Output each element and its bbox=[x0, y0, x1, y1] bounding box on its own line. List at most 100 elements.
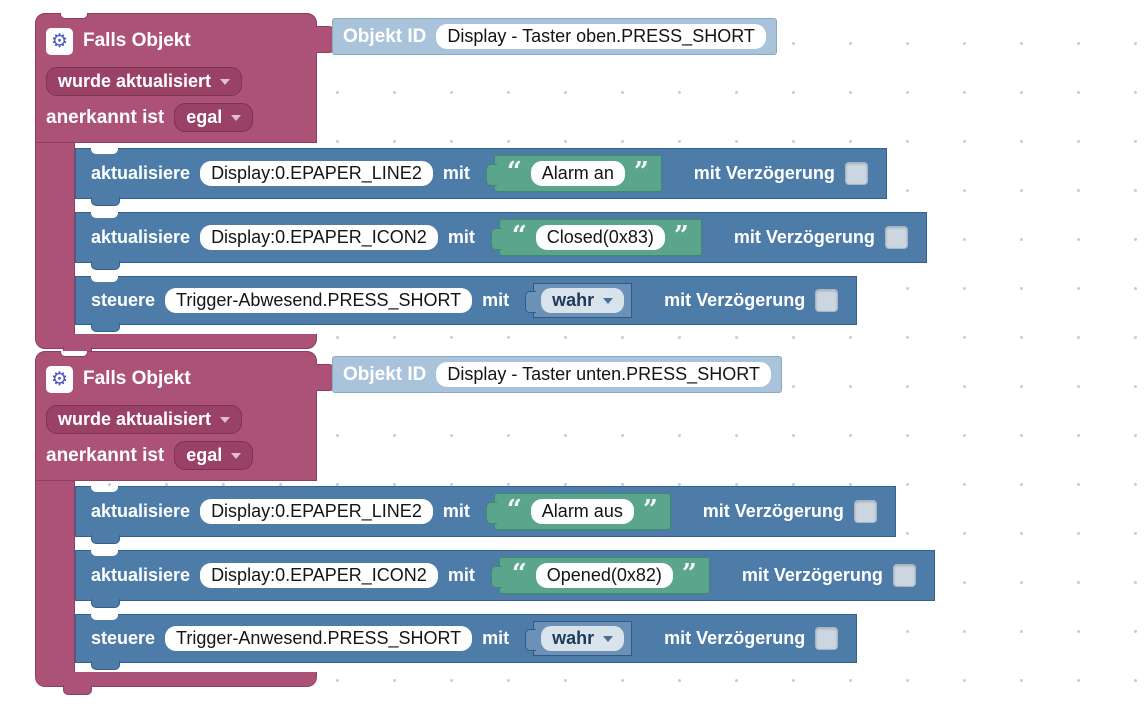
action-verb: aktualisiere bbox=[91, 227, 191, 247]
block-spine bbox=[35, 142, 75, 334]
header-row: ⚙ Falls Objekt bbox=[46, 22, 306, 60]
update-block-icon2[interactable]: aktualisiere Display:0.EPAPER_ICON2 mit … bbox=[75, 550, 935, 608]
delay-checkbox[interactable] bbox=[815, 289, 839, 312]
open-quote-icon: “ bbox=[511, 221, 527, 251]
with-label: mit bbox=[447, 227, 475, 247]
boolean-value: wahr bbox=[552, 290, 595, 310]
open-quote-icon: “ bbox=[511, 559, 527, 589]
trigger-type-value: wurde aktualisiert bbox=[58, 409, 212, 429]
falls-objekt-header[interactable]: ⚙ Falls Objekt wurde aktualisiert anerka… bbox=[35, 13, 335, 143]
with-label: mit bbox=[447, 565, 475, 585]
top-notch bbox=[60, 351, 88, 357]
top-notch bbox=[60, 13, 88, 19]
target-object-field[interactable]: Display:0.EPAPER_ICON2 bbox=[200, 563, 438, 588]
delay-checkbox[interactable] bbox=[853, 500, 877, 523]
objekt-id-shadow-block[interactable]: Objekt ID Display - Taster oben.PRESS_SH… bbox=[332, 18, 777, 55]
gear-icon[interactable]: ⚙ bbox=[46, 27, 73, 55]
string-value-block[interactable]: “ Alarm an ” bbox=[485, 155, 662, 192]
action-verb: aktualisiere bbox=[91, 565, 191, 585]
ack-row: anerkannt ist egal bbox=[46, 441, 306, 470]
trigger-type-row: wurde aktualisiert bbox=[46, 405, 306, 434]
with-label: mit bbox=[442, 501, 470, 521]
delay-label: mit Verzögerung bbox=[702, 501, 844, 521]
falls-objekt-header[interactable]: ⚙ Falls Objekt wurde aktualisiert anerka… bbox=[35, 351, 335, 481]
trigger-type-value: wurde aktualisiert bbox=[58, 71, 212, 91]
delay-label: mit Verzögerung bbox=[733, 227, 875, 247]
action-verb: aktualisiere bbox=[91, 163, 191, 183]
close-quote-icon: ” bbox=[633, 157, 649, 187]
boolean-dropdown[interactable]: wahr bbox=[541, 288, 625, 313]
close-quote-icon: ” bbox=[681, 559, 697, 589]
objekt-id-shadow-block[interactable]: Objekt ID Display - Taster unten.PRESS_S… bbox=[332, 356, 782, 393]
header-row: ⚙ Falls Objekt bbox=[46, 360, 306, 398]
ack-value: egal bbox=[186, 107, 223, 127]
chevron-down-icon bbox=[231, 114, 242, 121]
string-value-field[interactable]: Alarm aus bbox=[530, 499, 634, 524]
boolean-dropdown[interactable]: wahr bbox=[541, 626, 625, 651]
delay-checkbox[interactable] bbox=[892, 564, 916, 587]
string-value-field[interactable]: Closed(0x83) bbox=[535, 225, 665, 250]
objekt-id-field[interactable]: Display - Taster oben.PRESS_SHORT bbox=[436, 24, 766, 49]
target-object-field[interactable]: Trigger-Anwesend.PRESS_SHORT bbox=[165, 626, 473, 651]
ack-dropdown[interactable]: egal bbox=[174, 103, 254, 132]
trigger-type-dropdown[interactable]: wurde aktualisiert bbox=[46, 405, 243, 434]
statements: aktualisiere Display:0.EPAPER_LINE2 mit … bbox=[75, 143, 927, 334]
gear-glyph: ⚙ bbox=[50, 30, 69, 52]
string-value-field[interactable]: Alarm an bbox=[530, 161, 625, 186]
chevron-down-icon bbox=[603, 297, 614, 304]
control-block-trigger[interactable]: steuere Trigger-Anwesend.PRESS_SHORT mit… bbox=[75, 614, 858, 670]
trigger-type-dropdown[interactable]: wurde aktualisiert bbox=[46, 67, 243, 96]
close-quote-icon: ” bbox=[642, 495, 658, 525]
target-object-field[interactable]: Display:0.EPAPER_LINE2 bbox=[200, 499, 433, 524]
target-object-field[interactable]: Display:0.EPAPER_ICON2 bbox=[200, 225, 438, 250]
chevron-down-icon bbox=[220, 78, 231, 85]
with-label: mit bbox=[482, 628, 510, 648]
control-block-trigger[interactable]: steuere Trigger-Abwesend.PRESS_SHORT mit… bbox=[75, 276, 858, 332]
action-verb: aktualisiere bbox=[91, 501, 191, 521]
update-block-line2[interactable]: aktualisiere Display:0.EPAPER_LINE2 mit … bbox=[75, 148, 887, 206]
gear-glyph: ⚙ bbox=[50, 368, 69, 390]
target-object-field[interactable]: Trigger-Abwesend.PRESS_SHORT bbox=[165, 288, 473, 313]
trigger-block-unten[interactable]: ⚙ Falls Objekt wurde aktualisiert anerka… bbox=[35, 351, 935, 695]
update-block-icon2[interactable]: aktualisiere Display:0.EPAPER_ICON2 mit … bbox=[75, 212, 927, 270]
ack-dropdown[interactable]: egal bbox=[174, 441, 254, 470]
string-value-block[interactable]: “ Alarm aus ” bbox=[485, 493, 671, 530]
delay-label: mit Verzögerung bbox=[693, 163, 835, 183]
target-object-field[interactable]: Display:0.EPAPER_LINE2 bbox=[200, 161, 433, 186]
statement-area: aktualisiere Display:0.EPAPER_LINE2 mit … bbox=[35, 142, 927, 334]
block-spine bbox=[35, 480, 75, 672]
string-value-field[interactable]: Opened(0x82) bbox=[535, 563, 673, 588]
statements: aktualisiere Display:0.EPAPER_LINE2 mit … bbox=[75, 481, 935, 672]
ack-row: anerkannt ist egal bbox=[46, 103, 306, 132]
string-value-block[interactable]: “ Opened(0x82) ” bbox=[490, 557, 710, 594]
ack-label: anerkannt ist bbox=[46, 106, 165, 128]
trigger-block-oben[interactable]: ⚙ Falls Objekt wurde aktualisiert anerka… bbox=[35, 13, 927, 357]
boolean-value-block[interactable]: wahr bbox=[525, 621, 633, 656]
update-block-line2[interactable]: aktualisiere Display:0.EPAPER_LINE2 mit … bbox=[75, 486, 896, 544]
block-footer bbox=[35, 672, 317, 695]
delay-checkbox[interactable] bbox=[844, 162, 868, 185]
trigger-type-row: wurde aktualisiert bbox=[46, 67, 306, 96]
falls-objekt-label: Falls Objekt bbox=[83, 368, 191, 389]
action-verb: steuere bbox=[91, 628, 156, 648]
chevron-down-icon bbox=[603, 635, 614, 642]
with-label: mit bbox=[442, 163, 470, 183]
delay-checkbox[interactable] bbox=[815, 627, 839, 650]
boolean-value-block[interactable]: wahr bbox=[525, 283, 633, 318]
chevron-down-icon bbox=[220, 416, 231, 423]
gear-icon[interactable]: ⚙ bbox=[46, 365, 73, 393]
objekt-id-field[interactable]: Display - Taster unten.PRESS_SHORT bbox=[436, 362, 771, 387]
ack-value: egal bbox=[186, 445, 223, 465]
delay-checkbox[interactable] bbox=[884, 226, 908, 249]
objekt-id-label: Objekt ID bbox=[343, 25, 427, 47]
falls-objekt-label: Falls Objekt bbox=[83, 30, 191, 51]
close-quote-icon: ” bbox=[673, 221, 689, 251]
chevron-down-icon bbox=[231, 452, 242, 459]
delay-label: mit Verzögerung bbox=[664, 628, 806, 648]
objekt-id-label: Objekt ID bbox=[343, 363, 427, 385]
statement-area: aktualisiere Display:0.EPAPER_LINE2 mit … bbox=[35, 480, 935, 672]
with-label: mit bbox=[482, 290, 510, 310]
string-value-block[interactable]: “ Closed(0x83) ” bbox=[490, 219, 702, 256]
delay-label: mit Verzögerung bbox=[741, 565, 883, 585]
